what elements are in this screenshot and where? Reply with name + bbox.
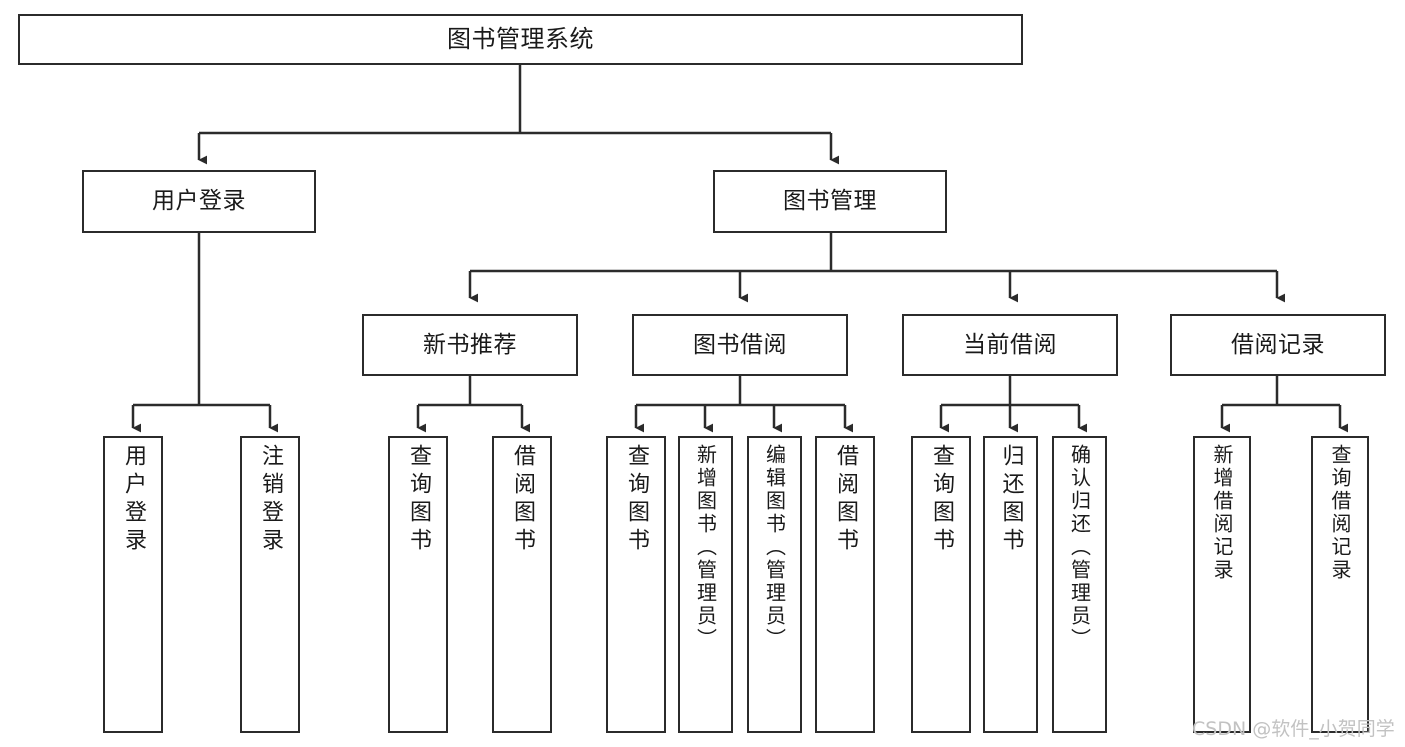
connector-group-book-manage	[468, 233, 1286, 303]
node-leaf-return-book[interactable]: 归还图书	[983, 436, 1038, 733]
node-label-book-borrow: 图书借阅	[693, 331, 787, 358]
node-label-leaf-borrow-book-1: 借阅图书	[510, 444, 535, 556]
node-label-leaf-query-book-1: 查询图书	[406, 444, 431, 556]
node-leaf-query-record[interactable]: 查询借阅记录	[1311, 436, 1369, 733]
connector-group-user-login-leaves	[131, 233, 279, 433]
connector-group-root	[197, 65, 840, 165]
node-leaf-user-login[interactable]: 用户登录	[103, 436, 163, 733]
node-leaf-edit-book[interactable]: 编辑图书（管理员）	[747, 436, 802, 733]
connector-group-book-borrow-leaves	[634, 376, 854, 433]
node-label-leaf-user-login: 用户登录	[121, 444, 146, 556]
node-leaf-borrow-book-2[interactable]: 借阅图书	[815, 436, 875, 733]
connector-group-new-book-leaves	[416, 376, 531, 433]
node-leaf-query-book-2[interactable]: 查询图书	[606, 436, 666, 733]
node-current-borrow[interactable]: 当前借阅	[902, 314, 1118, 376]
node-label-leaf-query-book-2: 查询图书	[624, 444, 649, 556]
node-label-system-root: 图书管理系统	[447, 24, 594, 53]
node-user-login[interactable]: 用户登录	[82, 170, 316, 233]
node-label-leaf-borrow-book-2: 借阅图书	[833, 444, 858, 556]
node-leaf-add-book[interactable]: 新增图书（管理员）	[678, 436, 733, 733]
node-label-leaf-query-record: 查询借阅记录	[1328, 444, 1352, 582]
node-borrow-record[interactable]: 借阅记录	[1170, 314, 1386, 376]
node-label-new-book-recommend: 新书推荐	[423, 331, 517, 358]
connector-group-borrow-record-leaves	[1220, 376, 1349, 433]
node-label-user-login: 用户登录	[152, 188, 246, 215]
node-leaf-user-logout[interactable]: 注销登录	[240, 436, 300, 733]
node-label-book-manage: 图书管理	[783, 188, 877, 215]
node-book-borrow[interactable]: 图书借阅	[632, 314, 848, 376]
node-new-book-recommend[interactable]: 新书推荐	[362, 314, 578, 376]
node-book-manage[interactable]: 图书管理	[713, 170, 947, 233]
node-leaf-borrow-book-1[interactable]: 借阅图书	[492, 436, 552, 733]
node-label-leaf-query-book-3: 查询图书	[929, 444, 954, 556]
node-label-leaf-return-book: 归还图书	[998, 444, 1024, 556]
node-leaf-add-record[interactable]: 新增借阅记录	[1193, 436, 1251, 733]
node-label-leaf-user-logout: 注销登录	[258, 444, 283, 556]
node-label-leaf-add-record: 新增借阅记录	[1210, 444, 1234, 582]
connector-group-current-borrow-leaves	[939, 376, 1088, 433]
node-label-leaf-add-book: 新增图书（管理员）	[693, 444, 718, 651]
node-label-borrow-record: 借阅记录	[1231, 331, 1325, 358]
node-leaf-query-book-1[interactable]: 查询图书	[388, 436, 448, 733]
node-label-leaf-confirm-return: 确认归还（管理员）	[1067, 444, 1092, 651]
node-label-current-borrow: 当前借阅	[963, 331, 1057, 358]
node-label-leaf-edit-book: 编辑图书（管理员）	[762, 444, 787, 651]
node-leaf-confirm-return[interactable]: 确认归还（管理员）	[1052, 436, 1107, 733]
node-system-root[interactable]: 图书管理系统	[18, 14, 1023, 65]
node-leaf-query-book-3[interactable]: 查询图书	[911, 436, 971, 733]
